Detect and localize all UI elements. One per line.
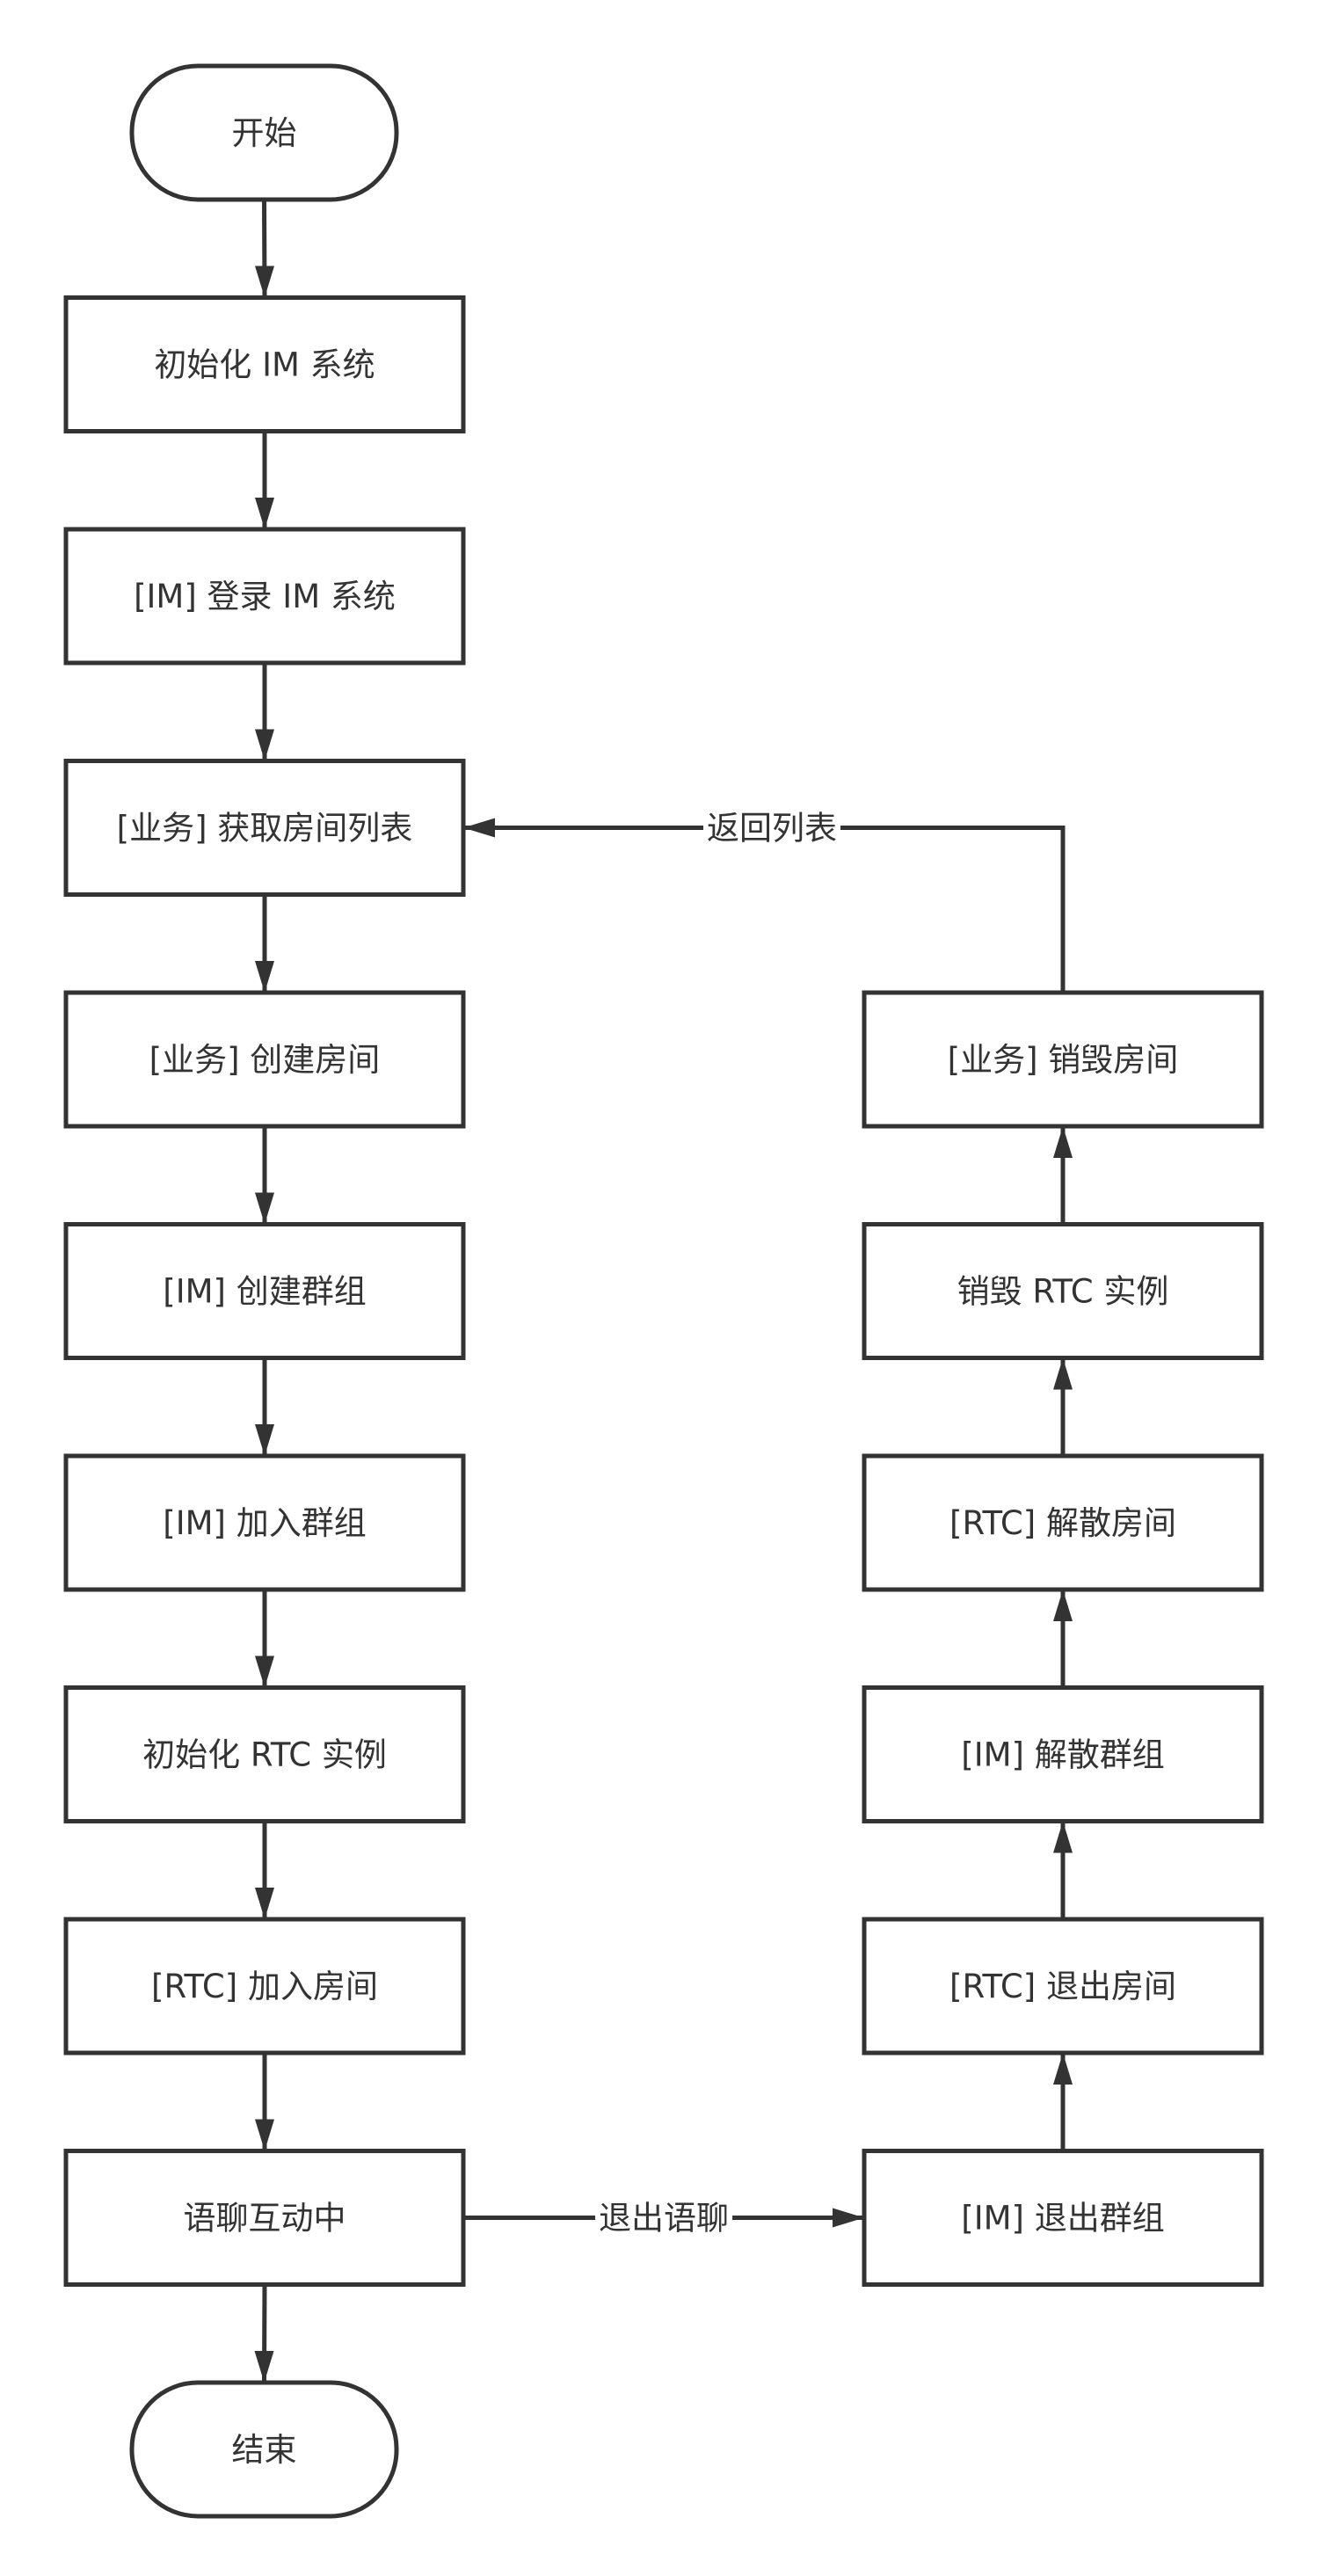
arrowhead-icon [833, 2208, 864, 2228]
node-label: 结束 [232, 2431, 297, 2469]
node-label: [IM] 创建群组 [163, 1273, 366, 1311]
node-end: 结束 [129, 2380, 399, 2519]
edge-label: 返回列表 [707, 810, 837, 848]
process-box [63, 1453, 466, 1592]
node-rtc_join: [RTC] 加入房间 [63, 1917, 466, 2056]
node-label: 销毁 RTC 实例 [957, 1273, 1169, 1311]
process-box [862, 990, 1264, 1129]
edge-create_room-to-create_group [255, 1126, 274, 1225]
node-label: [IM] 加入群组 [163, 1504, 366, 1542]
arrowhead-icon [255, 1192, 274, 1225]
arrowhead-icon [463, 818, 495, 838]
edge-im_leave-to-rtc_leave [1053, 2053, 1073, 2151]
edge-init_im-to-login_im [255, 431, 274, 529]
node-get_rooms: [业务] 获取房间列表 [63, 759, 466, 897]
node-label: 初始化 RTC 实例 [142, 1736, 387, 1774]
arrowhead-icon [255, 1888, 274, 1919]
edge-create_group-to-join_group [255, 1357, 274, 1456]
edge-start-to-init_im [255, 199, 274, 298]
arrowhead-icon [255, 2119, 274, 2151]
node-create_group: [IM] 创建群组 [63, 1222, 466, 1360]
edge-destroy_rtc-to-destroy_room [1053, 1126, 1073, 1225]
edge-login_im-to-get_rooms [255, 663, 274, 761]
edge-label-bg [703, 806, 840, 849]
process-box [63, 759, 466, 897]
node-label: [业务] 获取房间列表 [117, 810, 413, 848]
node-rtc_dismiss: [RTC] 解散房间 [862, 1453, 1264, 1592]
process-box [63, 1917, 466, 2056]
node-init_im: 初始化 IM 系统 [63, 295, 466, 433]
arrowhead-icon [1053, 2053, 1073, 2085]
node-label: [业务] 创建房间 [149, 1041, 381, 1079]
node-label: 语聊互动中 [184, 2200, 346, 2238]
node-im_dismiss: [IM] 解散群组 [862, 1685, 1264, 1823]
node-label: [IM] 登录 IM 系统 [134, 578, 396, 615]
process-box [63, 527, 466, 666]
arrowhead-icon [1053, 1821, 1073, 1853]
node-destroy_rtc: 销毁 RTC 实例 [862, 1222, 1264, 1360]
process-box [63, 295, 466, 433]
edge-join_group-to-init_rtc [255, 1590, 274, 1688]
process-box [63, 1685, 466, 1823]
arrowhead-icon [254, 2351, 274, 2383]
node-login_im: [IM] 登录 IM 系统 [63, 527, 466, 666]
process-box [862, 2149, 1264, 2287]
node-destroy_room: [业务] 销毁房间 [862, 990, 1264, 1129]
edge-im_dismiss-to-rtc_dismiss [1053, 1590, 1073, 1688]
node-rtc_leave: [RTC] 退出房间 [862, 1917, 1264, 2056]
process-box [862, 1222, 1264, 1360]
terminal-shape [129, 63, 399, 202]
arrowhead-icon [1053, 1357, 1073, 1390]
node-label: [RTC] 加入房间 [151, 1968, 378, 2005]
node-init_rtc: 初始化 RTC 实例 [63, 1685, 466, 1823]
edge-get_rooms-to-create_room [255, 894, 274, 993]
arrowhead-icon [255, 961, 274, 993]
edge-chatting-to-end [254, 2284, 274, 2383]
arrowhead-icon [255, 1424, 274, 1456]
edge-destroy_room-to-get_rooms [463, 818, 1066, 993]
edge-label-bg [595, 2196, 732, 2239]
node-im_leave: [IM] 退出群组 [862, 2149, 1264, 2287]
node-join_group: [IM] 加入群组 [63, 1453, 466, 1592]
edge-rtc_dismiss-to-destroy_rtc [1053, 1357, 1073, 1456]
node-label: [IM] 退出群组 [961, 2200, 1164, 2238]
process-box [63, 1222, 466, 1360]
process-box [862, 1453, 1264, 1592]
node-label: 开始 [232, 114, 297, 152]
process-box [63, 990, 466, 1129]
node-label: 初始化 IM 系统 [154, 346, 375, 384]
node-create_room: [业务] 创建房间 [63, 990, 466, 1129]
edge-rtc_leave-to-im_dismiss [1053, 1821, 1073, 1919]
arrowhead-icon [255, 1655, 274, 1688]
terminal-shape [129, 2380, 399, 2519]
process-box [862, 1917, 1264, 2056]
arrowhead-icon [255, 266, 274, 298]
arrowhead-icon [255, 498, 274, 529]
arrowhead-icon [1053, 1126, 1073, 1158]
node-label: [业务] 销毁房间 [948, 1041, 1179, 1079]
node-label: [IM] 解散群组 [961, 1736, 1164, 1774]
arrowhead-icon [255, 729, 274, 761]
node-label: [RTC] 解散房间 [949, 1504, 1176, 1542]
node-chatting: 语聊互动中 [63, 2149, 466, 2287]
node-start: 开始 [129, 63, 399, 202]
process-box [63, 2149, 466, 2287]
connector-line [465, 826, 1066, 993]
edge-rtc_join-to-chatting [255, 2053, 274, 2151]
process-box [862, 1685, 1264, 1823]
edge-label: 退出语聊 [599, 2200, 729, 2238]
arrowhead-icon [1053, 1590, 1073, 1621]
edge-init_rtc-to-rtc_join [255, 1821, 274, 1919]
node-label: [RTC] 退出房间 [949, 1968, 1176, 2005]
